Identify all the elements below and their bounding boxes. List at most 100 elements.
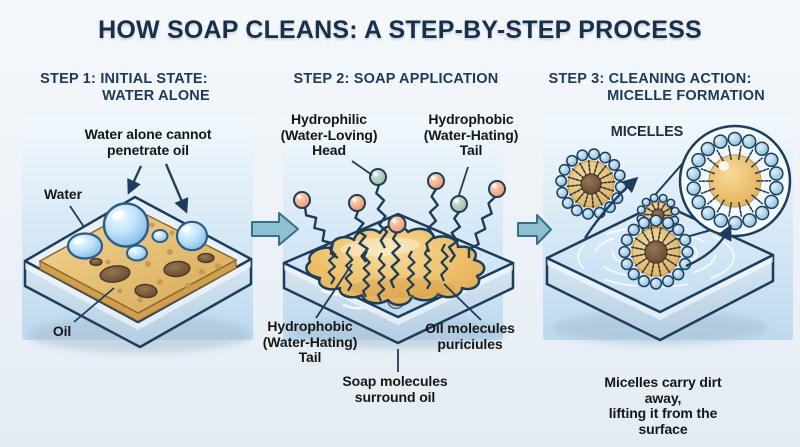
micelle-tail <box>594 191 604 207</box>
micelle-tail <box>716 199 725 213</box>
micelle-head-bead <box>713 213 729 228</box>
micelle-head-bead <box>727 215 743 231</box>
step-arrow-icon <box>517 214 552 245</box>
hydrophilic-head-label: Hydrophilic (Water-Loving) Head <box>280 111 378 159</box>
micelle-tail <box>582 191 590 209</box>
hydrophobic-tail-label-bottom: Hydrophobic (Water-Hating) Tail <box>262 318 358 366</box>
micelle-tail <box>700 187 716 195</box>
micelle-tail <box>706 157 719 168</box>
step-arrow-icon <box>251 212 299 246</box>
dirt-particle <box>644 240 668 264</box>
micelle-tail <box>640 229 652 245</box>
micelle-head-bead <box>672 223 685 236</box>
micelle-tail <box>728 201 733 217</box>
micelle-tail <box>587 158 591 176</box>
hydrophobic-tail-label-top: Hydrophobic (Water-Hating) Tail <box>423 111 519 159</box>
micelle-head-bead <box>769 166 784 181</box>
micelle-head-bead <box>599 151 612 164</box>
micelle-tail <box>745 199 754 213</box>
step2-header: STEP 2: SOAP APPLICATION <box>293 71 499 87</box>
micelle-head-bead <box>700 141 716 157</box>
micelle-head-bead <box>661 216 675 230</box>
micelle-head-bead <box>637 274 651 288</box>
dirt-spots <box>89 252 215 299</box>
micelle-head-bead <box>691 152 706 168</box>
micelle-tail <box>755 187 770 194</box>
step1-header-line1: STEP 1: INITIAL STATE: <box>40 71 208 87</box>
micelle-head-bead <box>661 274 675 288</box>
micelle-tail <box>738 201 743 217</box>
micelle-head-bead <box>636 205 646 215</box>
micelle-tail <box>664 246 683 251</box>
micelle-head-bead <box>754 141 770 156</box>
micelle-on-surface <box>618 214 694 290</box>
micelle-body <box>708 154 762 208</box>
micelle-head-bead <box>608 159 621 171</box>
micelle-tail <box>633 236 649 248</box>
micelle-head-bead <box>637 216 651 230</box>
micelles-label: MICELLES <box>610 124 684 140</box>
micelle-tail <box>754 167 770 175</box>
micelle-head-bead <box>641 197 651 207</box>
micelle-head-bead <box>670 206 680 216</box>
micelle-head-bead <box>620 233 634 247</box>
micelle-tail <box>568 187 584 197</box>
micelle-head-bead <box>613 169 626 182</box>
micelle-head-bead <box>769 180 784 196</box>
dirt-particle <box>580 173 602 195</box>
soap-molecule-tails <box>303 184 496 289</box>
micelle-head-bead <box>741 134 757 149</box>
micelle-head-bead <box>764 194 779 210</box>
micelle-head-bead <box>627 223 640 236</box>
micelle-head-bead <box>678 233 692 247</box>
water-droplets <box>66 202 209 262</box>
micelle-head-bead <box>713 134 728 149</box>
step1-header-line2: WATER ALONE <box>102 88 210 104</box>
micelle-tail <box>566 175 584 183</box>
micelle-tail <box>598 171 614 181</box>
micelle-tail <box>660 259 672 275</box>
step3-header-line2: MICELLE FORMATION <box>607 88 765 104</box>
micelle-head-bead <box>561 197 574 209</box>
micelle-tail <box>737 145 742 161</box>
micelle-head-bead <box>570 204 583 217</box>
panel2-illustration <box>282 160 515 372</box>
lifting-arrows <box>583 176 732 268</box>
water-label: Water <box>44 186 82 202</box>
micelle-tail <box>751 157 763 168</box>
oil-speckles <box>87 222 221 303</box>
page-title: HOW SOAP CLEANS: A STEP-BY-STEP PROCESS <box>98 16 702 44</box>
micelle-head-bead <box>672 268 685 281</box>
micelle-head-bead <box>727 131 743 147</box>
micelle-tail <box>663 256 679 268</box>
micelle-head-bead <box>742 213 757 228</box>
micelle-tail <box>661 207 671 214</box>
micelle-tail <box>592 159 600 177</box>
micelle-tail <box>727 145 732 161</box>
panel1-illustration <box>23 163 253 353</box>
micelle-head-bead <box>754 205 770 221</box>
annotation-arrow <box>164 163 189 214</box>
soap-surround-label: Soap molecules surround oil <box>342 373 448 405</box>
micelle-tail <box>650 260 655 279</box>
step3-caption: Micelles carry dirt away, lifting it fro… <box>604 374 722 438</box>
step3-header-line1: STEP 3: CLEANING ACTION: <box>548 71 752 87</box>
micelle-head-bead <box>649 214 663 227</box>
micelle-tail <box>629 246 648 251</box>
micelle-head-bead <box>681 245 694 259</box>
annotation-arrow <box>127 165 143 195</box>
micelle-head-bead <box>620 257 634 271</box>
micelle-head-bead <box>649 277 663 290</box>
panel3-illustration <box>545 124 792 345</box>
micelle-head-bead <box>588 148 600 161</box>
micelle-tail <box>657 260 662 279</box>
panel2-leader-lines <box>315 160 482 372</box>
micelle-head-bead <box>700 206 716 221</box>
micelle-tail <box>597 188 611 201</box>
micelle-highlight <box>719 161 729 171</box>
micelle-head-bead <box>556 186 569 199</box>
micelle-tail <box>599 180 617 184</box>
micelle-tail <box>598 185 616 193</box>
